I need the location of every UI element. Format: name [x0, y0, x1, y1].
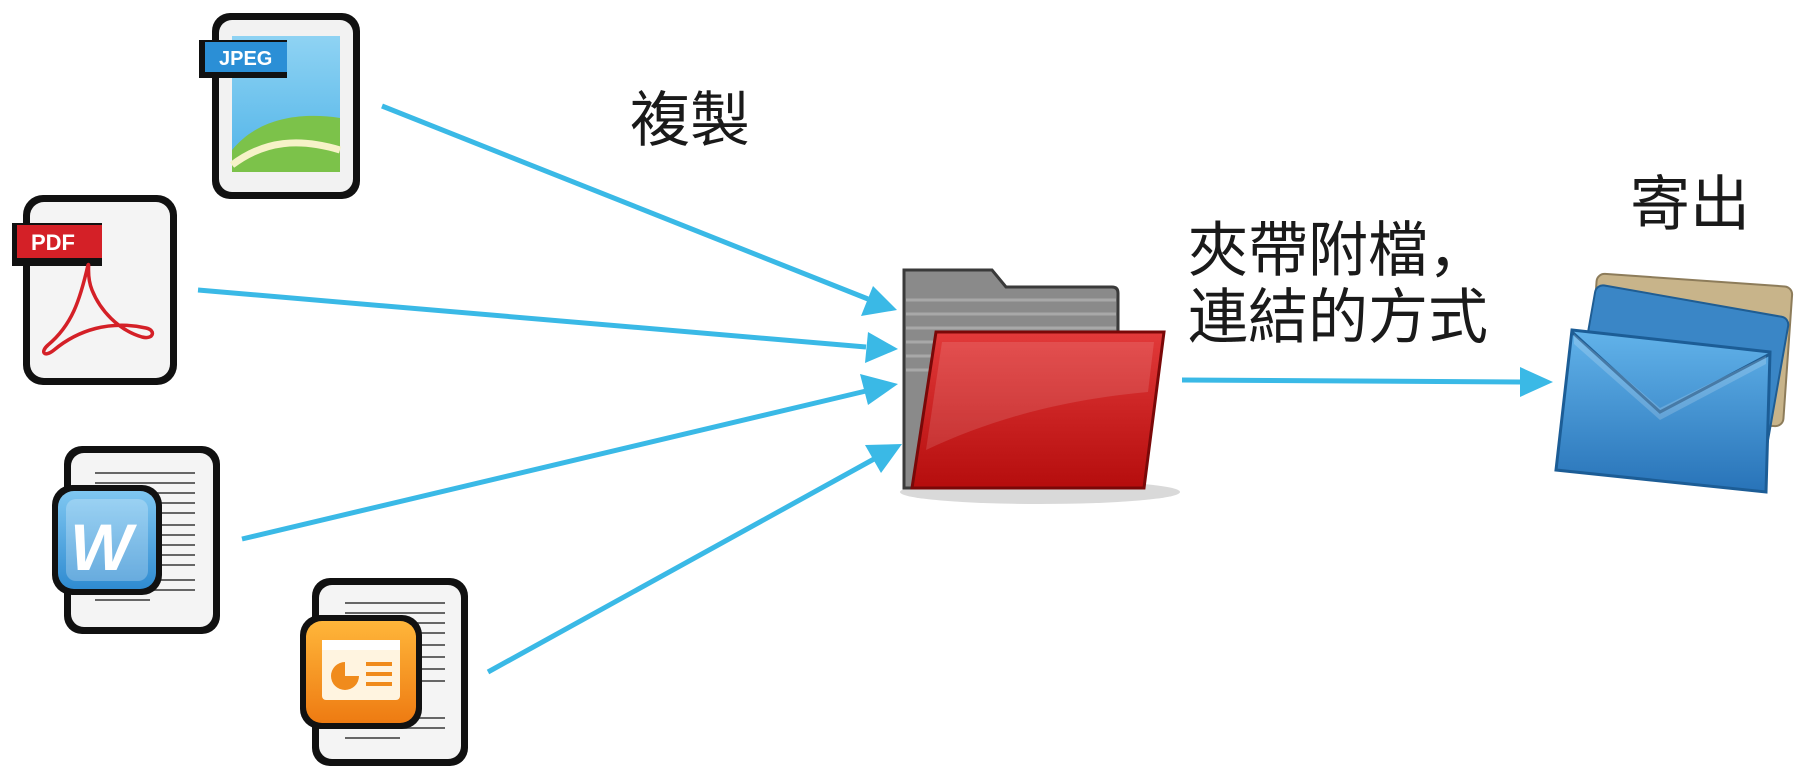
pdf-file-icon: PDF — [12, 195, 177, 385]
envelopes-icon — [1554, 272, 1794, 494]
arrows — [197, 103, 1553, 675]
arrow-jpeg-to-folder — [381, 103, 897, 316]
attach-method-line-2: 連結的方式 — [1188, 283, 1488, 354]
acrobat-logo-icon — [42, 262, 155, 356]
arrow-word-to-folder — [241, 374, 898, 542]
arrow-pdf-to-folder — [197, 287, 898, 363]
powerpoint-file-icon — [300, 578, 468, 766]
pdf-badge: PDF — [31, 230, 75, 255]
arrow-folder-to-envelopes — [1181, 367, 1553, 397]
attach-method-label: 夾帶附檔， 連結的方式 — [1188, 216, 1488, 354]
copy-label: 複製 — [630, 86, 750, 156]
send-label: 寄出 — [1630, 170, 1750, 240]
arrow-ppt-to-folder — [486, 444, 902, 675]
folder-icon — [900, 268, 1180, 504]
attach-method-line-1: 夾帶附檔， — [1188, 216, 1488, 286]
word-badge: W — [70, 510, 137, 584]
jpeg-badge: JPEG — [219, 48, 272, 70]
word-file-icon: W — [52, 446, 220, 634]
jpeg-file-icon: JPEG — [199, 13, 360, 199]
